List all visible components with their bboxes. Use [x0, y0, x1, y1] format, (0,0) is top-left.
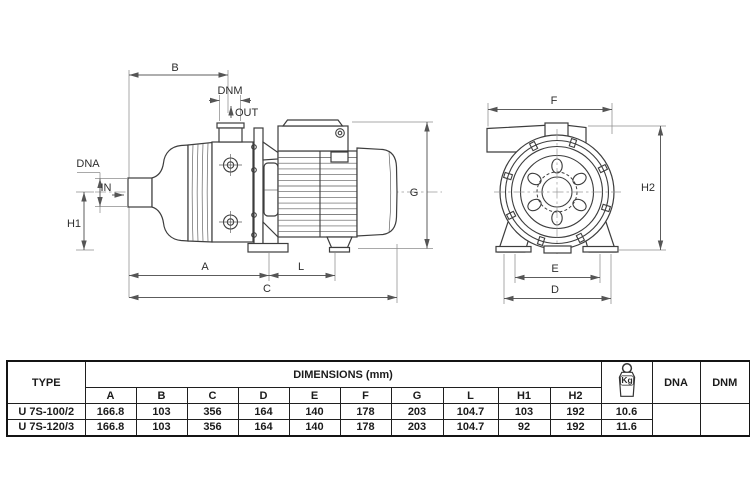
table-cell: 192	[549, 419, 602, 436]
table-cell: 166.8	[84, 403, 137, 420]
table-row: U 7S-120/3 166.8 103 356 164 140 178 203…	[6, 419, 750, 436]
fan-cover-clips	[502, 137, 612, 247]
col-header-h1: H1	[497, 387, 551, 404]
dimensions-table: TYPE DIMENSIONS (mm) Kg DNA DNM A B C D …	[6, 360, 750, 437]
dim-label-b: B	[171, 62, 178, 74]
table-cell: 140	[288, 419, 341, 436]
table-cell: 356	[186, 419, 239, 436]
dna-header: DNA	[651, 360, 701, 404]
table-cell: 203	[390, 419, 444, 436]
kg-value: 10.6	[600, 403, 653, 420]
delivery-port-flange	[216, 122, 245, 129]
table-cell: 164	[237, 419, 290, 436]
dim-label-dnm: DNM	[217, 85, 242, 97]
dim-label-a: A	[201, 261, 209, 273]
table-cell: 178	[339, 403, 392, 420]
fan-cover-band	[504, 139, 610, 245]
type-header: TYPE	[6, 360, 86, 404]
out-label: OUT	[235, 107, 259, 119]
row-type: U 7S-120/3	[6, 419, 86, 436]
dim-label-dna: DNA	[76, 158, 100, 170]
mounting-flange	[253, 127, 264, 251]
col-header-d: D	[237, 387, 290, 404]
col-header-g: G	[390, 387, 444, 404]
delivery-port	[218, 127, 243, 143]
pump-body	[211, 141, 254, 243]
table-cell: 140	[288, 403, 341, 420]
terminal-box-lid	[281, 119, 344, 127]
suction-inlet-stub	[127, 177, 153, 208]
col-header-e: E	[288, 387, 341, 404]
kg-value: 11.6	[600, 419, 653, 436]
col-header-b: B	[135, 387, 188, 404]
dnm-value-cell	[699, 403, 750, 436]
col-header-l: L	[442, 387, 499, 404]
table-cell: 192	[549, 403, 602, 420]
table-cell: 166.8	[84, 419, 137, 436]
table-cell: 92	[497, 419, 551, 436]
kg-header: Kg	[600, 360, 653, 404]
table-cell: 103	[497, 403, 551, 420]
in-label: IN	[101, 182, 112, 194]
dimensions-header: DIMENSIONS (mm)	[84, 360, 602, 389]
stage-casing	[187, 141, 213, 243]
pump-dimensional-drawing: B DNM OUT DNA IN H1 A L C G	[67, 62, 666, 304]
pump-side-outline	[127, 119, 398, 253]
table-cell: 164	[237, 403, 290, 420]
col-header-h2: H2	[549, 387, 602, 404]
table-row: U 7S-100/2 166.8 103 356 164 140 178 203…	[6, 403, 750, 436]
front-view-right-pad	[582, 245, 619, 253]
weight-icon: Kg	[618, 363, 635, 397]
kg-label: Kg	[621, 375, 632, 385]
col-header-f: F	[339, 387, 392, 404]
dim-label-f: F	[551, 95, 558, 107]
dim-label-h2: H2	[641, 182, 655, 194]
table-cell: 356	[186, 403, 239, 420]
table-cell: 178	[339, 419, 392, 436]
drain-stub	[543, 245, 572, 254]
dna-value-cell	[651, 403, 701, 436]
nameplate	[330, 151, 349, 163]
bracket-upper	[262, 140, 279, 161]
front-view-left-pad	[495, 245, 532, 253]
pump-end-cap	[151, 144, 189, 242]
dnm-header: DNM	[699, 360, 750, 404]
table-cell: 203	[390, 403, 444, 420]
dim-label-c: C	[263, 283, 271, 295]
table-cell: 103	[135, 419, 188, 436]
side-view: B DNM OUT DNA IN H1 A L C G	[67, 62, 442, 303]
col-header-c: C	[186, 387, 239, 404]
dim-label-e: E	[551, 263, 558, 275]
row-type: U 7S-100/2	[6, 403, 86, 420]
dim-label-l: L	[298, 261, 304, 273]
cable-gland	[335, 128, 345, 138]
dim-label-g: G	[410, 187, 419, 199]
col-header-a: A	[84, 387, 137, 404]
dim-label-d: D	[551, 284, 559, 296]
dim-label-h1: H1	[67, 218, 81, 230]
table-cell: 103	[135, 403, 188, 420]
front-view: F H2 E D	[486, 95, 666, 304]
table-cell: 104.7	[442, 419, 499, 436]
rear-foot	[326, 236, 353, 249]
motor-body	[277, 150, 358, 238]
table-cell: 104.7	[442, 403, 499, 420]
front-foot	[247, 242, 289, 253]
fan-guard-holes	[527, 158, 587, 226]
bracket-window	[263, 162, 279, 217]
fan-cover-side	[356, 147, 398, 237]
